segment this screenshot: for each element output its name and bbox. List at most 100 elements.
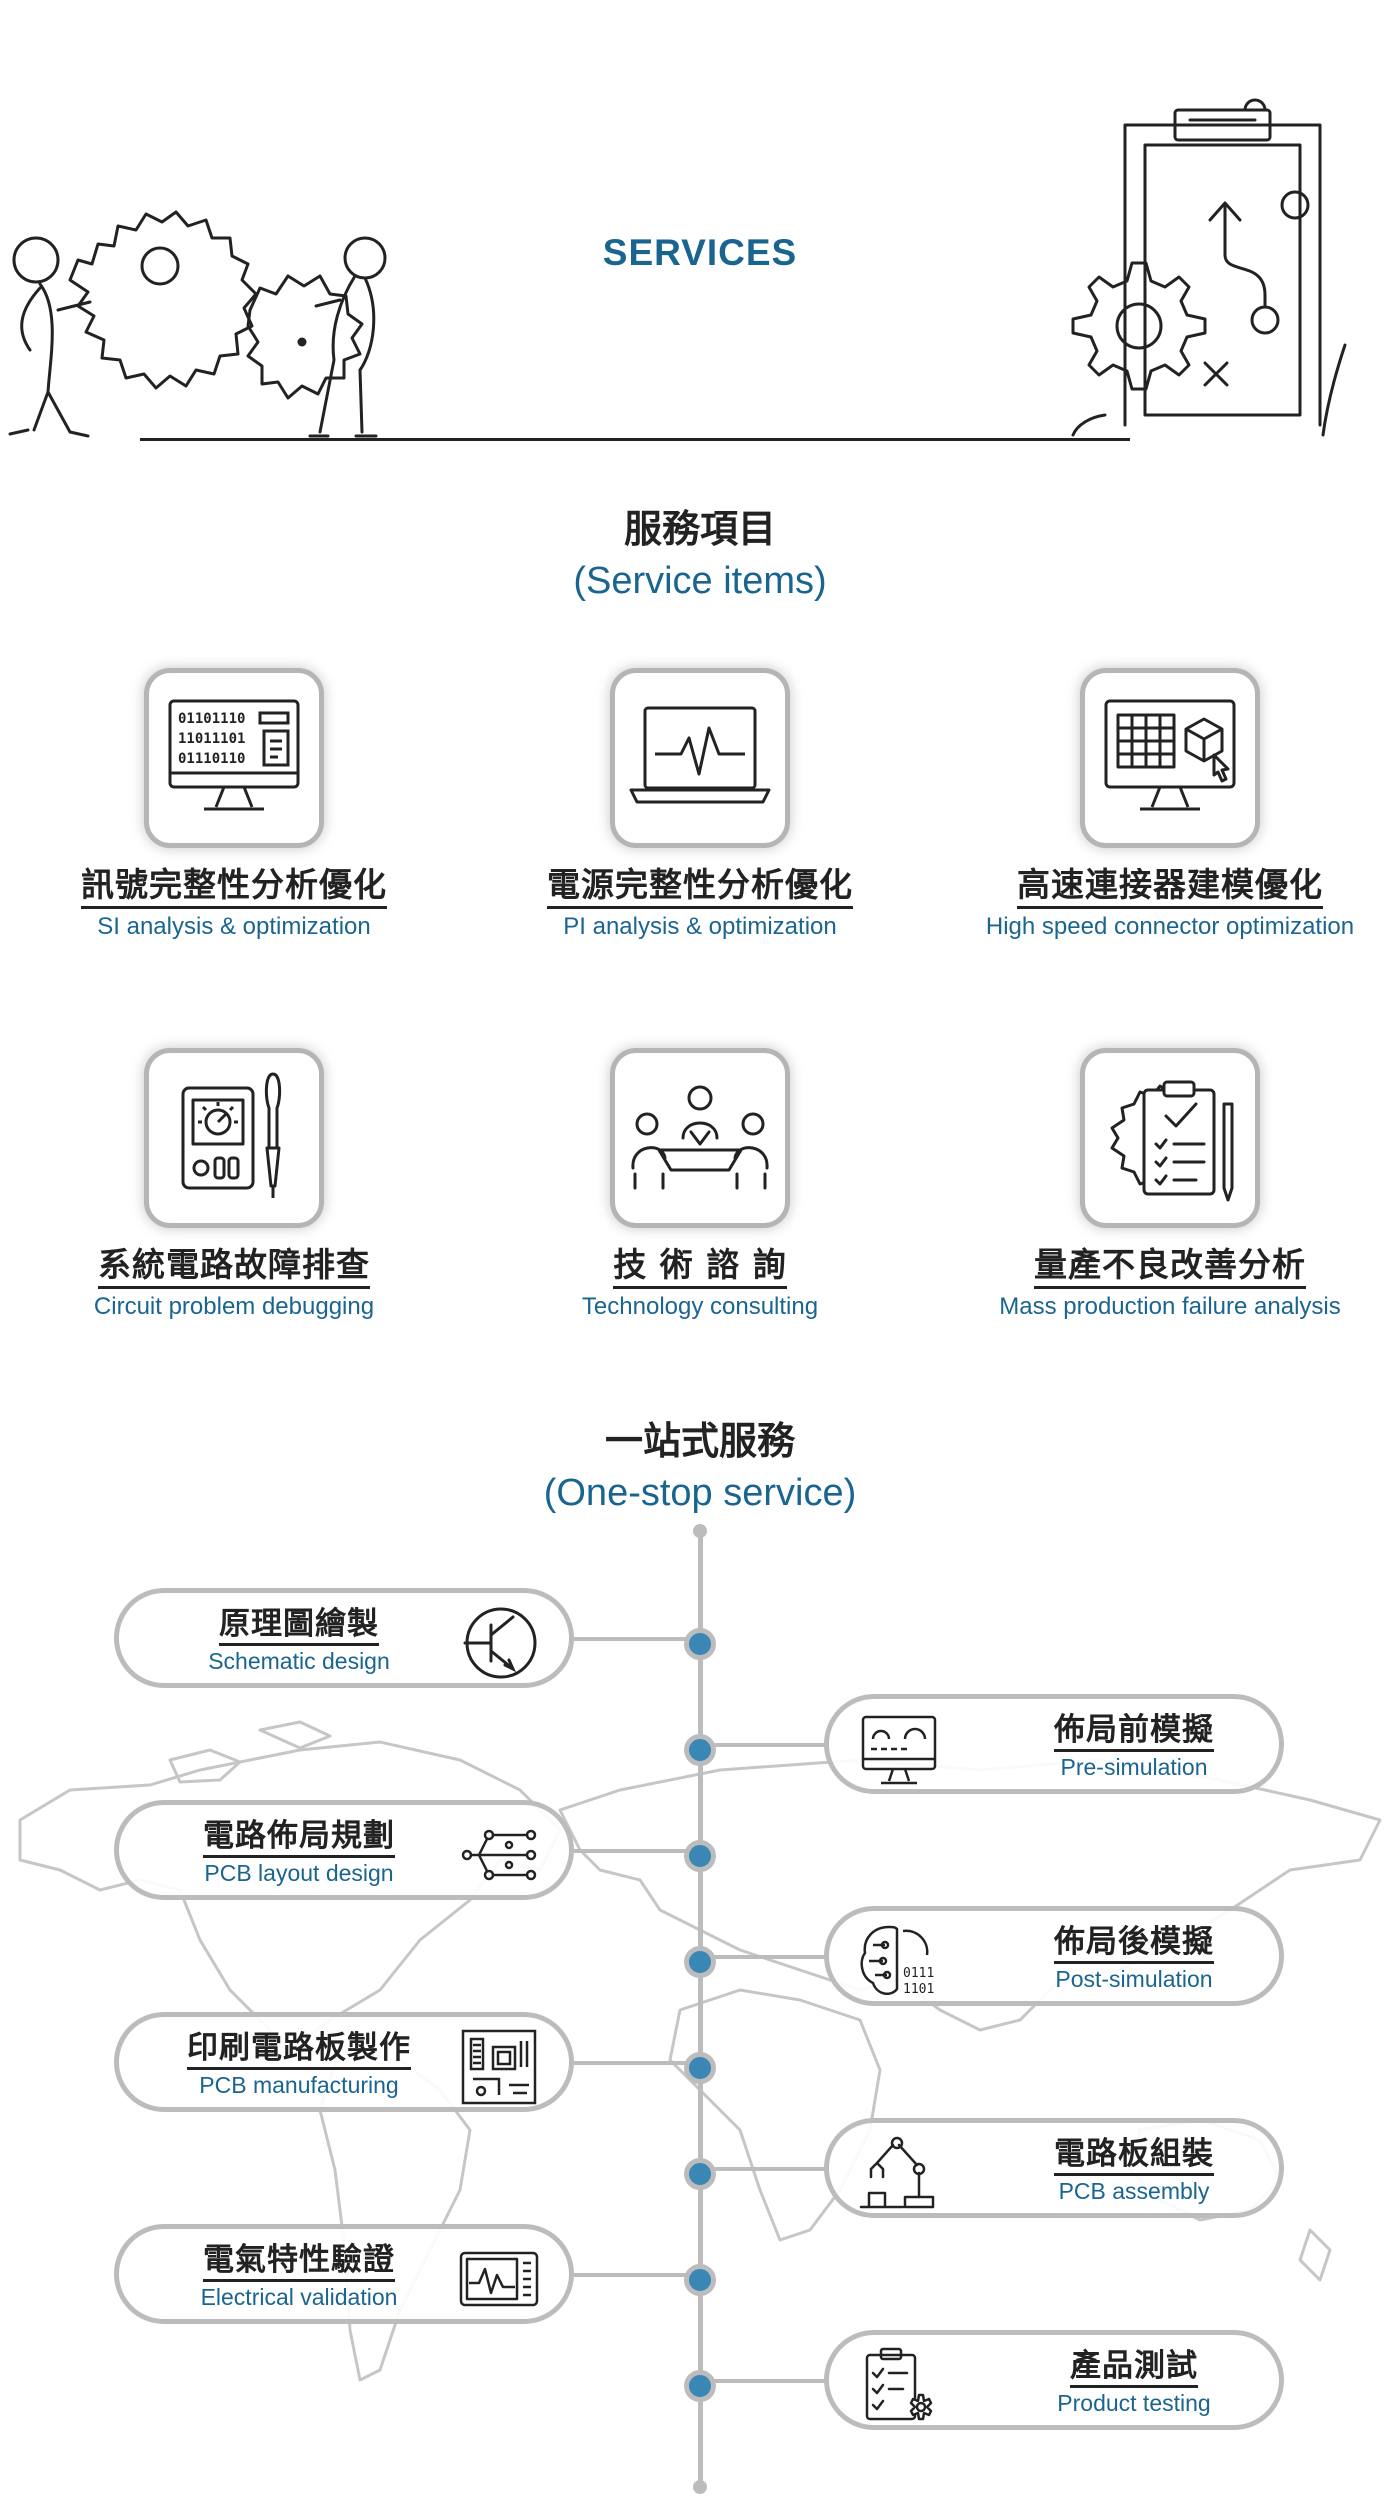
timeline-connector [700,1743,826,1747]
people-pushing-gears-icon [8,210,387,438]
step-title-zh: 電路佈局規劃 [203,1817,395,1858]
service-tile: 01101110 11011101 01110110 [144,668,324,848]
laptop-waveform-icon [629,706,771,804]
timeline-node [684,1734,716,1766]
step-title-zh: 產品測試 [1070,2347,1198,2388]
step-text: 佈局後模擬 Post-simulation [999,1923,1269,1993]
service-item-failure-analysis[interactable]: 量產不良改善分析 Mass production failure analysi… [950,1048,1390,1321]
pcb-board-icon [461,2029,537,2105]
step-text: 電氣特性驗證 Electrical validation [149,2241,449,2311]
step-text: 印刷電路板製作 PCB manufacturing [149,2029,449,2099]
service-tile [610,1048,790,1228]
oscilloscope-icon [459,2251,539,2307]
service-items-title-zh: 服務項目 [623,507,776,551]
service-item-si[interactable]: 01101110 11011101 01110110 訊號完整性分析優化 SI … [14,668,454,941]
service-item-title-zh: 高速連接器建模優化 [1017,864,1323,909]
step-title-zh: 佈局前模擬 [1054,1711,1214,1752]
step-pcb-layout-design[interactable]: 電路佈局規劃 PCB layout design [114,1800,574,1900]
step-title-zh: 印刷電路板製作 [187,2029,411,2070]
binary-line-1: 0111 [903,1966,934,1981]
service-item-pi[interactable]: 電源完整性分析優化 PI analysis & optimization [480,668,920,941]
service-item-title-zh: 電源完整性分析優化 [547,864,853,909]
step-title-zh: 電氣特性驗證 [203,2241,395,2282]
step-post-simulation[interactable]: 0111 1101 佈局後模擬 Post-simulation [824,1906,1284,2006]
timeline-start-cap [693,1524,707,1538]
step-text: 電路板組裝 PCB assembly [999,2135,1269,2205]
timeline-node [684,2370,716,2402]
service-tile [1080,1048,1260,1228]
step-title-en: PCB manufacturing [199,2072,399,2098]
timeline-connector [574,2273,700,2277]
timeline-end-cap [693,2480,707,2494]
service-item-title-en: Circuit problem debugging [93,1293,375,1320]
service-item-consulting[interactable]: 技 術 諮 詢 Technology consulting [480,1048,920,1321]
step-title-en: Post-simulation [1055,1966,1213,1992]
service-tile [144,1048,324,1228]
multimeter-probe-icon [181,1072,282,1198]
timeline-connector [700,2167,826,2171]
step-title-en: Product testing [1057,2390,1211,2416]
robot-arm-icon [859,2136,935,2209]
service-items-title-en: (Service items) [573,560,827,602]
service-item-title-en: Technology consulting [581,1293,819,1320]
binary-line-2: 11011101 [178,731,245,747]
clipboard-strategy-gear-icon [1071,98,1347,437]
one-stop-title-en: (One-stop service) [543,1472,857,1514]
monitor-gears-icon [861,1715,937,1785]
checklist-gear-icon [1110,1080,1234,1202]
clipboard-check-gear-icon [865,2347,933,2421]
timeline-connector [574,1849,700,1853]
service-item-title-zh: 系統電路故障排查 [98,1244,370,1289]
step-product-testing[interactable]: 產品測試 Product testing [824,2330,1284,2430]
one-stop-heading: 一站式服務 (One-stop service) [0,1414,1400,1518]
step-title-en: Pre-simulation [1060,1754,1208,1780]
timeline-node [684,2158,716,2190]
service-items-heading: 服務項目 (Service items) [0,502,1400,606]
timeline-node [684,1946,716,1978]
transistor-symbol-icon [463,1607,537,1679]
timeline-connector [700,1955,826,1959]
service-item-title-en: Mass production failure analysis [999,1293,1341,1320]
timeline-node [684,1628,716,1660]
timeline-node [684,2264,716,2296]
page-title: SERVICES [602,232,798,273]
step-title-en: Electrical validation [200,2284,398,2310]
monitor-grid-cube-icon [1104,699,1236,811]
service-item-title-en: High speed connector optimization [985,913,1355,940]
binary-monitor-icon: 01101110 11011101 01110110 [168,699,300,811]
step-title-en: Schematic design [208,1648,390,1674]
service-item-title-zh: 量產不良改善分析 [1034,1244,1306,1289]
step-pcb-manufacturing[interactable]: 印刷電路板製作 PCB manufacturing [114,2012,574,2112]
step-title-en: PCB assembly [1058,2178,1210,2204]
step-title-zh: 佈局後模擬 [1054,1923,1214,1964]
service-item-connector[interactable]: 高速連接器建模優化 High speed connector optimizat… [950,668,1390,941]
step-text: 佈局前模擬 Pre-simulation [999,1711,1269,1781]
service-item-title-en: SI analysis & optimization [97,913,371,940]
timeline-connector [574,1637,700,1641]
service-item-title-zh: 技 術 諮 詢 [613,1244,787,1289]
step-pre-simulation[interactable]: 佈局前模擬 Pre-simulation [824,1694,1284,1794]
circuit-traces-icon [461,1829,537,1881]
binary-line-2: 1101 [903,1982,934,1997]
step-text: 電路佈局規劃 PCB layout design [149,1817,449,1887]
binary-line-3: 01110110 [178,751,245,767]
service-tile [1080,668,1260,848]
step-text: 產品測試 Product testing [999,2347,1269,2417]
service-item-debug[interactable]: 系統電路故障排查 Circuit problem debugging [14,1048,454,1321]
timeline-node [684,2052,716,2084]
service-item-title-en: PI analysis & optimization [563,913,837,940]
step-title-zh: 電路板組裝 [1054,2135,1214,2176]
step-title-en: PCB layout design [204,1860,394,1886]
binary-line-1: 01101110 [178,711,245,727]
timeline-axis [698,1530,703,2490]
hero-baseline [140,438,1130,441]
step-electrical-validation[interactable]: 電氣特性驗證 Electrical validation [114,2224,574,2324]
step-text: 原理圖繪製 Schematic design [149,1605,449,1675]
meeting-people-icon [631,1085,769,1190]
brain-binary-icon: 0111 1101 [860,1925,934,1997]
timeline-connector [574,2061,700,2065]
timeline-node [684,1840,716,1872]
step-pcb-assembly[interactable]: 電路板組裝 PCB assembly [824,2118,1284,2218]
step-schematic-design[interactable]: 原理圖繪製 Schematic design [114,1588,574,1688]
service-tile [610,668,790,848]
